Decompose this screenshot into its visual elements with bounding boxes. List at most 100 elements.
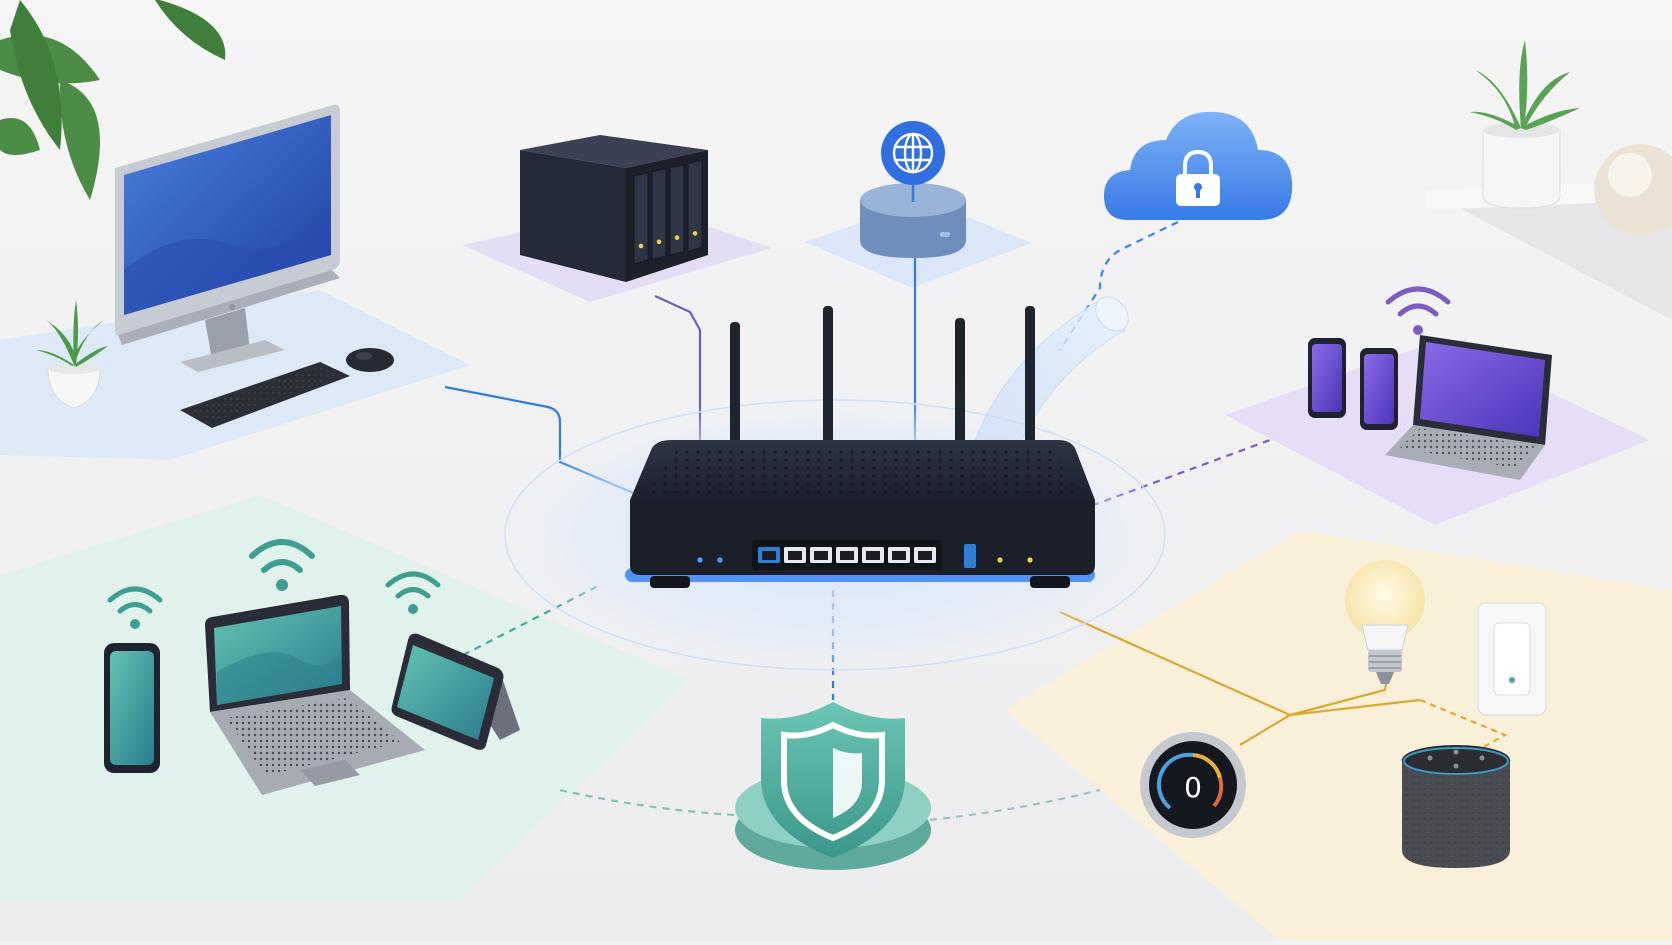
thermostat-arc-warm xyxy=(1192,753,1222,779)
security-firewall[interactable] xyxy=(735,702,931,870)
ethernet-port-socket xyxy=(814,551,828,560)
monitor-logo-icon xyxy=(229,304,235,310)
nas-drive-led xyxy=(674,235,680,240)
laptop-trackpad xyxy=(300,760,360,786)
wireless-mobile-group[interactable] xyxy=(1308,286,1552,480)
wifi-dot xyxy=(408,604,418,614)
usb-port[interactable] xyxy=(964,544,976,568)
plant-icon xyxy=(36,300,108,367)
router-ring xyxy=(504,399,1166,671)
led-icon xyxy=(697,557,703,563)
ethernet-port-socket xyxy=(866,551,880,560)
ethernet-port-socket xyxy=(892,551,906,560)
router[interactable] xyxy=(625,306,1095,588)
smart-home[interactable]: 0 xyxy=(1140,560,1547,868)
speaker-light-ring xyxy=(1403,747,1509,775)
ethernet-port-socket xyxy=(788,551,802,560)
mouse-button xyxy=(356,352,372,360)
speaker-top xyxy=(1402,745,1510,775)
screen-wave xyxy=(124,215,331,315)
speaker-button[interactable] xyxy=(1427,755,1433,761)
router-front xyxy=(630,500,1095,575)
thermostat-arc-cool xyxy=(1156,752,1194,810)
nas-storage[interactable] xyxy=(520,135,708,282)
nas-drive-icon xyxy=(687,159,703,253)
nas-top xyxy=(520,135,708,168)
link-desktop xyxy=(444,385,651,502)
ethernet-port-socket xyxy=(918,551,932,560)
wifi-dot xyxy=(130,619,140,629)
speaker-button[interactable] xyxy=(1479,755,1485,761)
nas-drive-led xyxy=(638,243,644,249)
light-bulb-icon xyxy=(1345,560,1425,640)
tunnel-end xyxy=(1095,296,1129,332)
monitor-base xyxy=(180,340,285,372)
nas-drive-icon xyxy=(651,168,667,261)
shield-inner xyxy=(781,721,885,842)
speaker-decoration-face xyxy=(1608,153,1652,197)
phone-screen xyxy=(110,651,154,765)
led-icon xyxy=(717,557,723,563)
router-vents xyxy=(645,448,1082,496)
speaker-button[interactable] xyxy=(1453,749,1459,755)
switch-led xyxy=(1509,677,1515,683)
antenna-3 xyxy=(955,318,965,454)
link-thermostat xyxy=(1239,714,1291,746)
phone-screen xyxy=(1364,354,1394,424)
shelf-decoration xyxy=(1425,40,1672,320)
nas-drive-led xyxy=(656,239,662,245)
internet-gateway[interactable] xyxy=(860,121,966,258)
router-foot-right xyxy=(1030,576,1070,588)
bulb-threads xyxy=(1369,655,1401,669)
laptop-keyboard xyxy=(1400,428,1535,468)
link-shield-left xyxy=(559,788,736,817)
bulb-tip xyxy=(1376,672,1394,684)
keyboard-keys xyxy=(190,366,340,422)
antenna-1 xyxy=(730,322,740,454)
antenna-4 xyxy=(1025,306,1035,454)
wifi-icon xyxy=(107,586,163,614)
wireless-personal-devices[interactable] xyxy=(104,539,520,795)
laptop-keyboard xyxy=(226,698,400,776)
plant-pot xyxy=(47,367,101,409)
tablet-screen xyxy=(397,645,494,740)
bulb-neck xyxy=(1361,624,1409,651)
gateway-led xyxy=(940,232,950,237)
ethernet-ports[interactable] xyxy=(758,547,936,563)
thermostat-display: 0 xyxy=(1184,771,1202,804)
led-icon xyxy=(1027,557,1033,563)
led-icon xyxy=(997,557,1003,563)
switch-rocker[interactable] xyxy=(1493,622,1531,696)
pot-right-rim xyxy=(1483,122,1559,138)
ethernet-port-socket xyxy=(840,551,854,560)
desktop-workstation[interactable] xyxy=(36,104,394,428)
wifi-icon xyxy=(385,571,441,599)
nas-drive-bays xyxy=(633,159,703,265)
router-foot-left xyxy=(650,576,690,588)
wifi-dot xyxy=(1413,325,1423,335)
wifi-dot xyxy=(276,579,288,591)
nas-side xyxy=(520,150,626,282)
screen-wave xyxy=(217,650,342,705)
mouse-icon xyxy=(346,348,394,372)
laptop-screen xyxy=(1420,342,1545,437)
plant-pot-rim xyxy=(47,362,101,374)
lock-keyhole-slot xyxy=(1196,189,1200,198)
cloud-icon xyxy=(1104,111,1293,220)
link-nas xyxy=(654,294,702,440)
wifi-icon xyxy=(1385,286,1451,317)
nas-drive-icon xyxy=(669,163,685,257)
nas-drive-icon xyxy=(633,172,649,265)
lock-shackle xyxy=(1183,149,1213,176)
globe-icon xyxy=(892,132,934,174)
nas-drive-led xyxy=(692,231,698,236)
wifi-icon xyxy=(249,539,315,573)
plant-icon xyxy=(1470,40,1580,130)
thermostat-arc-hot xyxy=(1212,777,1224,808)
speaker-button[interactable] xyxy=(1453,763,1459,769)
shield-highlight xyxy=(833,748,862,818)
antenna-2 xyxy=(823,306,833,454)
secure-cloud[interactable] xyxy=(1104,111,1293,220)
